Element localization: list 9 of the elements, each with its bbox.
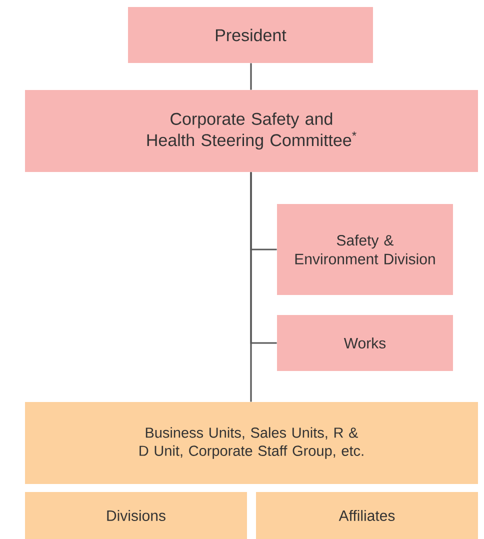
org-box: President: [128, 7, 373, 63]
connector-line: [250, 63, 252, 90]
connector-line: [250, 172, 252, 402]
committee-box: Corporate Safety and Health Steering Committee$^{*}$: [25, 90, 478, 172]
org-box: Business Units, Sales Units, R & D Unit, Corporate Staff Group, etc.: [25, 402, 478, 484]
org-box: Divisions: [25, 492, 247, 539]
org-box: Affiliates: [256, 492, 478, 539]
org-box: Safety & Environment Division: [277, 204, 453, 295]
org-box: Works: [277, 315, 453, 371]
